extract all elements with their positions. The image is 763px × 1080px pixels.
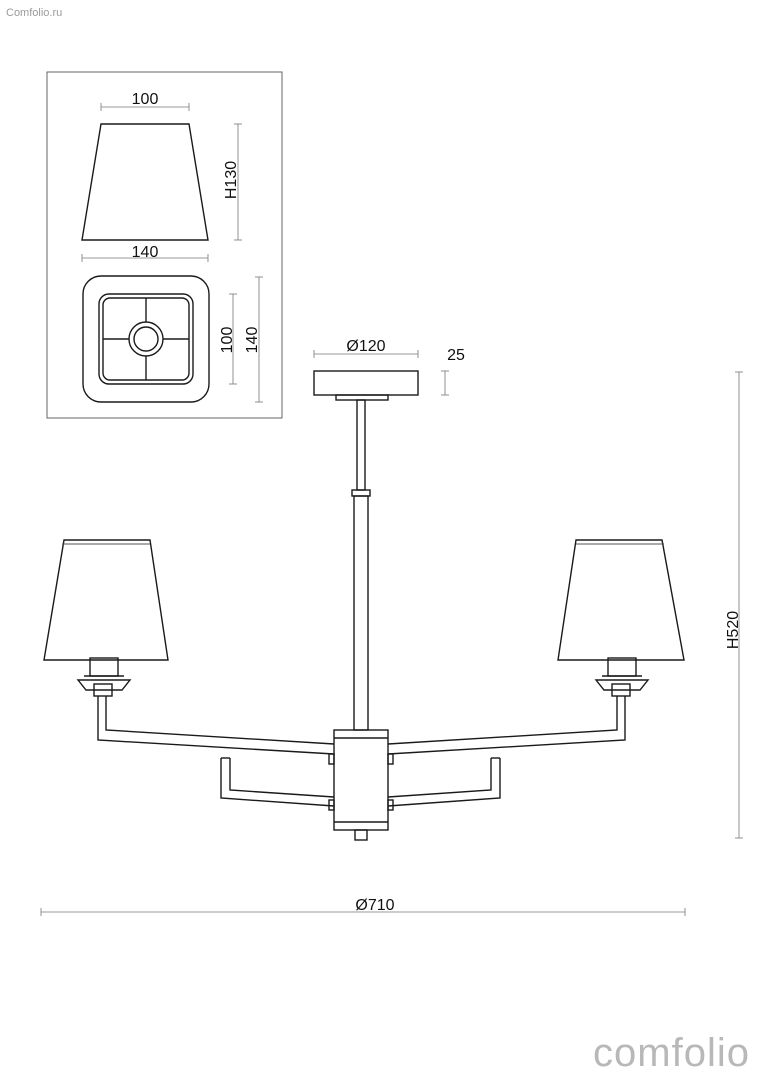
shade-plan-view: 100 140 (82, 275, 263, 403)
dim-canopy-height: 25 (447, 347, 465, 364)
dim-total-diameter: Ø710 (355, 897, 394, 914)
total-diameter-dimension: Ø710 (40, 897, 686, 916)
left-arm (76, 657, 335, 807)
watermark-top: Comfolio.ru (6, 7, 62, 19)
dim-plan-outer: 140 (244, 327, 261, 354)
right-shade (557, 539, 685, 661)
watermark-bottom: comfolio (593, 1031, 750, 1075)
dim-shade-bottom: 140 (132, 244, 159, 261)
dim-plan-inner: 100 (219, 327, 236, 354)
dim-total-height: H520 (725, 611, 742, 649)
dim-canopy-diameter: Ø120 (346, 338, 385, 355)
dim-shade-top: 100 (132, 91, 159, 108)
shade-detail-inset: 100 140 H130 100 (46, 71, 283, 419)
left-shade (43, 539, 169, 661)
canopy: Ø120 25 (313, 338, 465, 401)
stem (328, 399, 394, 841)
shade-elevation: 100 140 H130 (81, 91, 242, 262)
right-arm (387, 657, 650, 807)
total-height-dimension: H520 (725, 371, 743, 839)
dim-shade-height: H130 (223, 161, 240, 199)
